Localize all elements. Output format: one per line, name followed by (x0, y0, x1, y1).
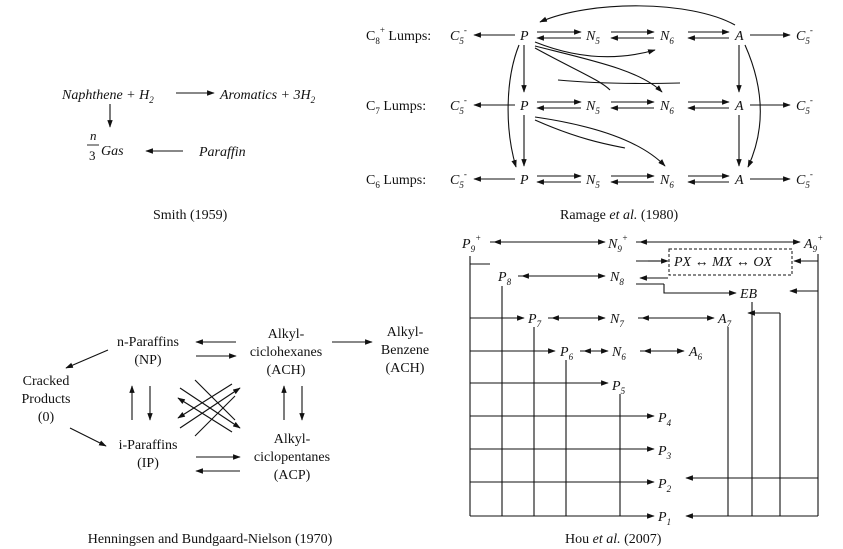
hou-p2-node: P2 (657, 477, 672, 494)
ramage-n5-node: N5 (585, 99, 600, 116)
hou-p1-node: P1 (657, 510, 671, 527)
smith-model: Naphthene + H2 Aromatics + 3H2 n 3 Gas P… (61, 88, 316, 223)
ip-label: i-Paraffins (119, 438, 178, 453)
arrow-acp-to-np (177, 397, 233, 433)
ramage-c5-node: C5- (450, 169, 467, 190)
np-label: n-Paraffins (117, 335, 179, 350)
ramage-n6-node: N6 (659, 29, 674, 46)
hou-p3-node: P3 (657, 444, 672, 461)
hou-a9-node: A9+ (803, 233, 823, 254)
ramage-arrow-a8-to-a6 (744, 44, 761, 168)
ach-label-1: Alkyl- (268, 327, 305, 342)
ramage-n5-node: N5 (585, 29, 600, 46)
smith-paraffin-label: Paraffin (198, 145, 246, 160)
ramage-n6-node: N6 (659, 173, 674, 190)
ramage-arrow-a-to-p-top (539, 5, 736, 26)
ramage-p-node: P (519, 173, 529, 188)
ramage-n5-node: N5 (585, 173, 600, 190)
hou-n7-node: N7 (609, 312, 624, 329)
ramage-row-label-c8: C8+ Lumps: (366, 25, 431, 46)
hou-n9-node: N9+ (607, 233, 628, 254)
hou-eb-node: EB (739, 287, 758, 302)
np-abbrev: (NP) (134, 353, 162, 368)
hou-p5-node: P5 (611, 379, 626, 396)
ach-abbrev: (ACH) (267, 363, 306, 378)
arrow-ip-to-ach (179, 387, 241, 429)
hou-caption: Hou et al. (2007) (565, 532, 662, 547)
ramage-c5-node: C5- (796, 95, 813, 116)
hou-p7-node: P7 (527, 312, 542, 329)
hou-a7-node: A7 (717, 312, 732, 329)
ramage-a-node: A (734, 29, 744, 44)
hou-arrow-n8-to-eb (663, 284, 737, 296)
cross-line-1 (194, 379, 236, 421)
alkylbenzene-abbrev: (ACH) (386, 361, 425, 376)
acp-label-1: Alkyl- (274, 432, 311, 447)
cracked-label-2: Products (22, 392, 71, 407)
cracked-abbrev: (0) (38, 410, 55, 425)
cross-line-2 (194, 395, 236, 437)
hou-a6-node: A6 (688, 345, 703, 362)
ramage-c5-node: C5- (796, 169, 813, 190)
ramage-model: C8+ Lumps: C7 Lumps: C6 Lumps: C5- P N5 … (366, 5, 813, 223)
smith-naphthene-label: Naphthene + H2 (61, 88, 154, 105)
ramage-c5-node: C5- (450, 25, 467, 46)
ramage-row-c7: C5- P N5 N6 A C5- (450, 95, 813, 116)
ramage-arrow-p8-to-p6 (507, 44, 520, 168)
alkylbenzene-label-1: Alkyl- (387, 325, 424, 340)
ramage-p-node: P (519, 99, 529, 114)
arrow-ach-to-ip (177, 383, 233, 419)
hou-n6-node: N6 (611, 345, 626, 362)
hou-p8-node: P8 (497, 270, 512, 287)
cracked-label-1: Cracked (23, 374, 70, 389)
smith-gas-label: Gas (101, 144, 124, 159)
smith-caption: Smith (1959) (153, 208, 228, 223)
hou-n8-node: N8 (609, 270, 624, 287)
ramage-row-label-c7: C7 Lumps: (366, 99, 426, 116)
ach-label-2: ciclohexanes (250, 345, 322, 360)
ramage-row-c8: C5- P N5 N6 A C5- (450, 25, 813, 46)
smith-fraction-denominator: 3 (89, 148, 96, 163)
ramage-p-node: P (519, 29, 529, 44)
arrow-np-to-cracked (65, 349, 109, 369)
henningsen-caption: Henningsen and Bundgaard-Nielson (1970) (88, 532, 333, 547)
ramage-a-node: A (734, 99, 744, 114)
ramage-line-p8-cross (534, 47, 611, 91)
hou-p6-node: P6 (559, 345, 574, 362)
hou-p4-node: P4 (657, 411, 672, 428)
ramage-c5-node: C5- (796, 25, 813, 46)
ramage-row-c6: C5- P N5 N6 A C5- (450, 169, 813, 190)
ip-abbrev: (IP) (137, 456, 159, 471)
ramage-line-p7-cross (534, 119, 626, 149)
alkylbenzene-label-2: Benzene (381, 343, 429, 358)
ramage-c5-node: C5- (450, 95, 467, 116)
hou-xylenes-label: PX ↔ MX ↔ OX (673, 255, 772, 270)
ramage-row-label-c6: C6 Lumps: (366, 173, 426, 190)
ramage-arrow-p7-to-n6-row3 (534, 116, 666, 167)
acp-label-2: ciclopentanes (254, 450, 330, 465)
acp-abbrev: (ACP) (274, 468, 311, 483)
smith-aromatics-label: Aromatics + 3H2 (219, 88, 316, 105)
hou-model: P9+ N9+ A9+ PX ↔ MX ↔ OX P8 N8 EB P7 N7 … (461, 233, 823, 547)
smith-fraction-numerator: n (90, 128, 97, 143)
henningsen-model: n-Paraffins (NP) Alkyl- ciclohexanes (AC… (22, 325, 430, 547)
ramage-line-row-mid (557, 79, 681, 85)
ramage-arrow-p8-to-n6-row2 (534, 45, 663, 93)
ramage-n6-node: N6 (659, 99, 674, 116)
hou-p9-node: P9+ (461, 233, 481, 254)
ramage-a-node: A (734, 173, 744, 188)
ramage-caption: Ramage et al. (1980) (560, 208, 679, 223)
ramage-arrow-p8-to-n6-top (534, 41, 656, 58)
arrow-cracked-to-ip (69, 427, 107, 447)
hou-xylenes-box (668, 248, 793, 276)
ramage-cross-lump-arrows (507, 5, 761, 168)
